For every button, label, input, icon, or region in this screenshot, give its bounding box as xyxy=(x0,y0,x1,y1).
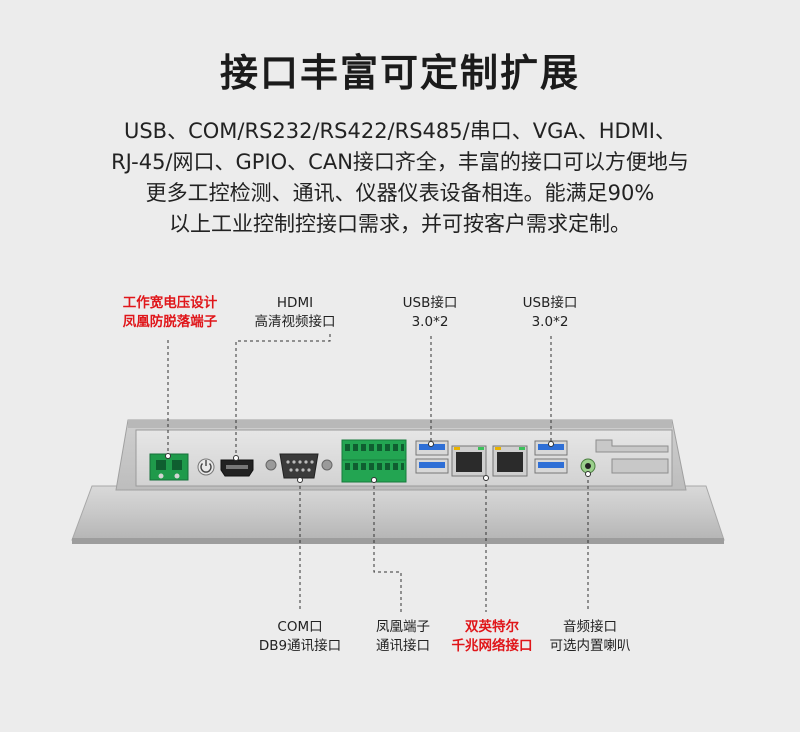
power-terminal-icon xyxy=(149,453,189,481)
usb3-port-left-icon xyxy=(415,440,449,474)
rj45-port-left-icon xyxy=(451,445,487,477)
rj45-port-right-icon xyxy=(492,445,528,477)
page-title: 接口丰富可定制扩展 xyxy=(219,51,580,95)
phoenix-terminal-label: 凤凰端子 通讯接口 xyxy=(376,619,430,654)
description-line: 更多工控检测、通讯、仪器仪表设备相连。能满足90% xyxy=(145,181,655,205)
leader-dots xyxy=(165,441,591,483)
front-bezel xyxy=(71,485,725,544)
description-line: RJ-45/网口、GPIO、CAN接口齐全，丰富的接口可以方便地与 xyxy=(111,150,689,174)
usb-label-left: USB接口 3.0*2 xyxy=(402,295,458,330)
description-line: 以上工业控制控接口需求，并可按客户需求定制。 xyxy=(169,212,631,236)
usb-label-right: USB接口 3.0*2 xyxy=(522,295,578,330)
phoenix-terminal-block-icon xyxy=(341,439,407,483)
lan-label: 双英特尔 千兆网络接口 xyxy=(451,619,533,654)
blank-slot-icon xyxy=(595,439,669,474)
power-terminal-label: 工作宽电压设计 凤凰防脱落端子 xyxy=(122,295,218,330)
power-button-icon xyxy=(197,458,215,476)
com-label: COM口 DB9通讯接口 xyxy=(258,619,342,654)
com-db9-port-icon xyxy=(265,453,333,479)
description: USB、COM/RS232/RS422/RS485/串口、VGA、HDMI、 R… xyxy=(60,116,740,240)
description-line: USB、COM/RS232/RS422/RS485/串口、VGA、HDMI、 xyxy=(123,119,676,143)
audio-jack-icon xyxy=(580,458,596,474)
leader-lines xyxy=(167,334,589,612)
audio-label: 音频接口 可选内置喇叭 xyxy=(549,619,631,654)
hdmi-label: HDMI 高清视频接口 xyxy=(254,295,336,330)
hdmi-port-icon xyxy=(220,459,254,477)
